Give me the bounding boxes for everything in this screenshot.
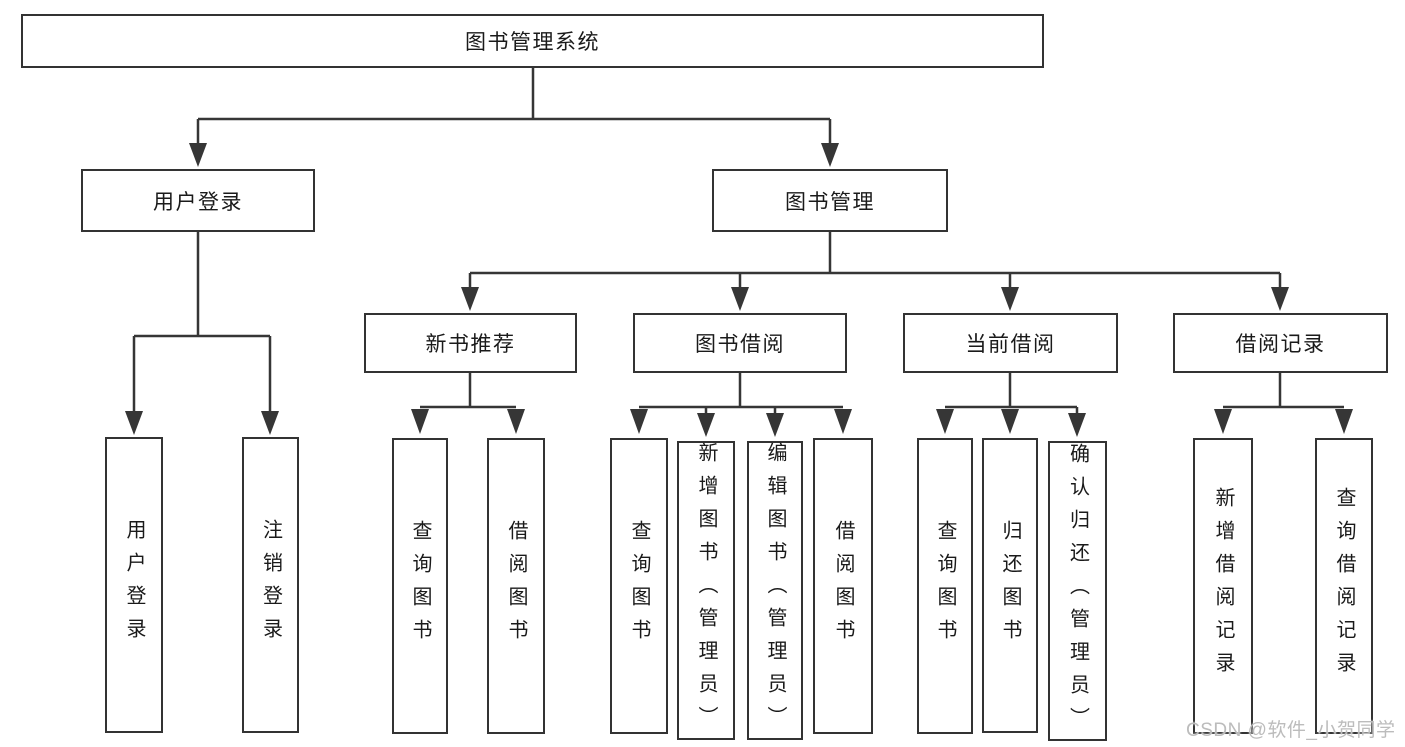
leaf-nbr-borrow-books-label: 借阅图书 [505, 520, 527, 652]
node-book-management-label: 图书管理 [785, 190, 875, 214]
node-borrow-records-label: 借阅记录 [1235, 333, 1326, 356]
connector-user-login-branch [125, 232, 279, 435]
leaf-br-query-record-label: 查询借阅记录 [1333, 487, 1355, 685]
leaf-br-add-record: 新增借阅记录 [1193, 438, 1253, 734]
node-current-borrow-label: 当前借阅 [965, 333, 1056, 356]
leaf-user-login-label: 用户登录 [123, 519, 145, 651]
connector-book-borrow [630, 373, 852, 437]
leaf-bb-borrow-books-label: 借阅图书 [832, 520, 854, 652]
leaf-logout-label: 注销登录 [259, 519, 282, 651]
leaf-bb-borrow-books: 借阅图书 [813, 438, 873, 734]
node-user-login-branch: 用户登录 [81, 169, 315, 232]
leaf-bb-add-books-admin-label: 新增图书（管理员） [695, 442, 717, 739]
node-user-login-branch-label: 用户登录 [153, 190, 243, 214]
leaf-bb-edit-books-admin-label: 编辑图书（管理员） [764, 442, 786, 739]
connector-current-borrow [936, 373, 1086, 437]
csdn-watermark: CSDN @软件_小贺同学 [1186, 720, 1396, 741]
leaf-nbr-borrow-books: 借阅图书 [487, 438, 545, 734]
connector-root-to-level2 [189, 68, 839, 167]
leaf-br-add-record-label: 新增借阅记录 [1212, 487, 1234, 685]
leaf-bb-query-books: 查询图书 [610, 438, 668, 734]
node-book-management: 图书管理 [712, 169, 948, 232]
leaf-bb-add-books-admin: 新增图书（管理员） [677, 441, 735, 740]
node-book-borrow: 图书借阅 [633, 313, 847, 373]
node-current-borrow: 当前借阅 [903, 313, 1118, 373]
connector-book-management-branch [461, 232, 1289, 311]
leaf-cb-query-books: 查询图书 [917, 438, 973, 734]
leaf-cb-query-books-label: 查询图书 [934, 520, 956, 652]
leaf-nbr-query-books: 查询图书 [392, 438, 448, 734]
leaf-cb-return-books-label: 归还图书 [999, 519, 1021, 652]
node-root-system-label: 图书管理系统 [465, 31, 600, 54]
leaf-bb-query-books-label: 查询图书 [628, 520, 650, 652]
connector-new-book-recommend [411, 373, 525, 434]
leaf-bb-edit-books-admin: 编辑图书（管理员） [747, 441, 803, 740]
leaf-logout: 注销登录 [242, 437, 299, 733]
node-book-borrow-label: 图书借阅 [695, 333, 785, 356]
connector-borrow-records [1214, 373, 1353, 434]
node-new-book-recommend: 新书推荐 [364, 313, 577, 373]
node-root-system: 图书管理系统 [21, 14, 1044, 68]
leaf-nbr-query-books-label: 查询图书 [409, 520, 431, 652]
leaf-br-query-record: 查询借阅记录 [1315, 438, 1373, 734]
node-borrow-records: 借阅记录 [1173, 313, 1388, 373]
leaf-user-login: 用户登录 [105, 437, 163, 733]
leaf-cb-confirm-return-admin: 确认归还（管理员） [1048, 441, 1107, 741]
node-new-book-recommend-label: 新书推荐 [425, 333, 516, 356]
leaf-cb-confirm-return-admin-label: 确认归还（管理员） [1066, 442, 1089, 740]
leaf-cb-return-books: 归还图书 [982, 438, 1038, 733]
